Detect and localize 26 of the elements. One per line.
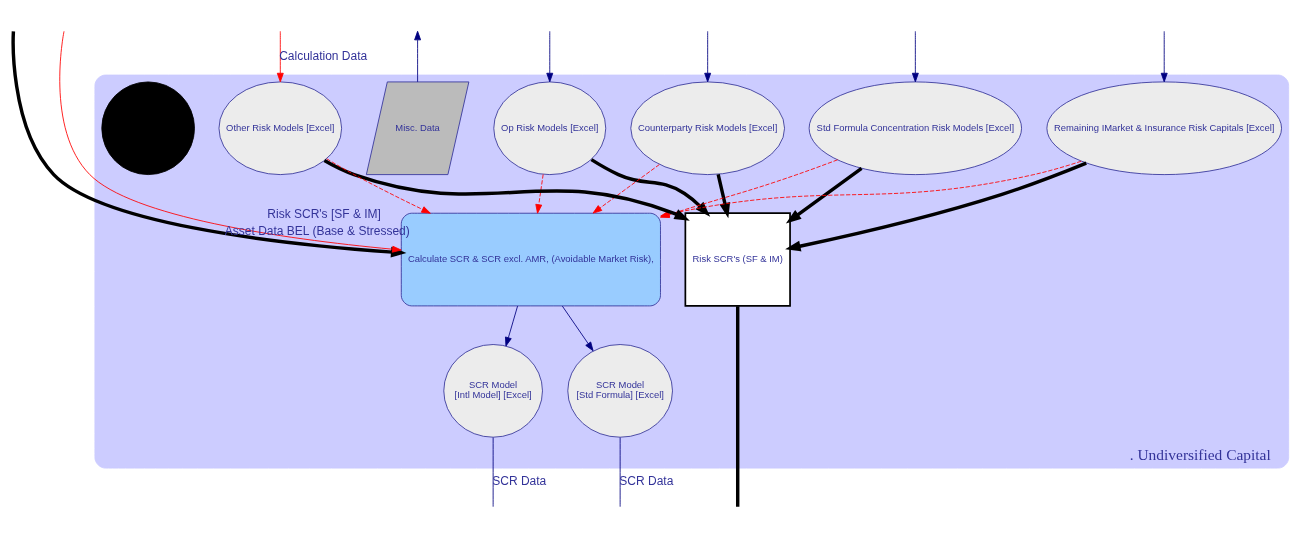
arrow — [414, 30, 422, 83]
connector — [736, 306, 740, 507]
arrow — [785, 161, 1087, 252]
arrow — [326, 158, 431, 214]
node-circle — [101, 81, 195, 176]
arrow — [276, 30, 284, 83]
node-ellipse: Op Risk Models [Excel] — [493, 81, 607, 176]
arrow — [535, 174, 544, 214]
arrow — [592, 164, 660, 214]
arrow — [911, 30, 919, 83]
arrow — [716, 174, 731, 219]
arrow — [1160, 30, 1168, 83]
arrow — [505, 305, 518, 347]
arrow — [561, 305, 594, 352]
arrow — [704, 30, 712, 83]
arrow — [59, 30, 402, 253]
node-box: Risk SCR's (SF & IM) — [684, 212, 791, 307]
node-circle: SCR Model [Intl Model] [Excel] — [443, 344, 543, 438]
node-ellipse: SCR Model [Std Formula] [Excel] — [567, 344, 673, 438]
node-ellipse: Std Formula Concentration Risk Models [Excel] — [808, 81, 1022, 176]
node-ellipse: Counterparty Risk Models [Excel] — [630, 81, 785, 176]
edge-label: Risk SCR's [SF & IM] — [267, 207, 381, 222]
node-ellipse: Other Risk Models [Excel] — [218, 81, 343, 176]
arrow — [546, 30, 554, 83]
arrow — [785, 166, 863, 224]
node-ellipse: Remaining IMarket & Insurance Risk Capitals [Excel] — [1046, 81, 1282, 176]
